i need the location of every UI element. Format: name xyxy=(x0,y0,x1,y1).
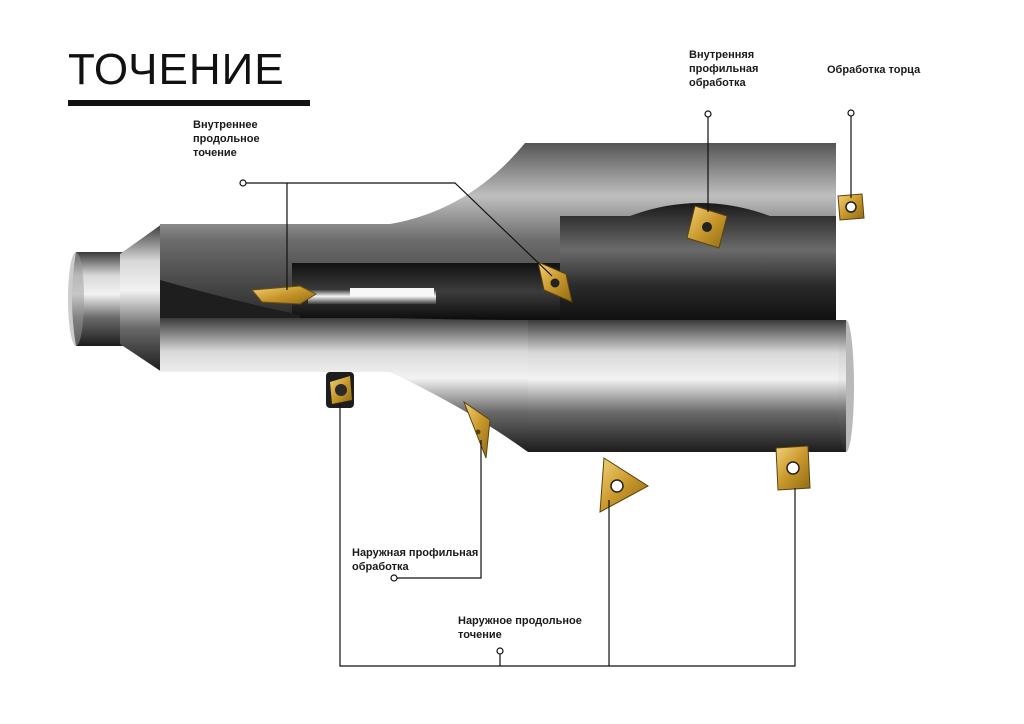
label-face: Обработка торца xyxy=(827,64,921,76)
cone-section xyxy=(120,224,162,372)
leader-outer-profile xyxy=(394,440,482,579)
leader-dots xyxy=(239,109,855,655)
leader-lines xyxy=(243,113,852,667)
label-inner-longitudinal: Внутреннее продольное точение xyxy=(193,119,260,159)
inner-profile-pocket xyxy=(560,203,836,320)
square-insert-icon xyxy=(837,193,865,221)
boring-insert-icon xyxy=(251,285,318,305)
rhombic-insert-icon xyxy=(537,261,573,303)
title-underline xyxy=(68,100,310,106)
trigon-insert-icon xyxy=(599,457,649,513)
label-inner-profile: Внутренняя профильная обработка xyxy=(689,49,759,89)
leader-outer-longitudinal xyxy=(339,404,796,667)
rhombic-insert-icon xyxy=(686,205,728,249)
label-outer-profile: Наружная профильная обработка xyxy=(352,547,479,573)
page-title: ТОЧЕНИЕ xyxy=(68,45,285,94)
label-outer-longitudinal: Наружное продольное точение xyxy=(458,615,582,641)
stub-cylinder xyxy=(72,252,128,346)
round-insert-icon xyxy=(326,372,354,408)
square-insert-icon xyxy=(775,445,811,491)
leader-inner-longitudinal xyxy=(243,182,553,277)
